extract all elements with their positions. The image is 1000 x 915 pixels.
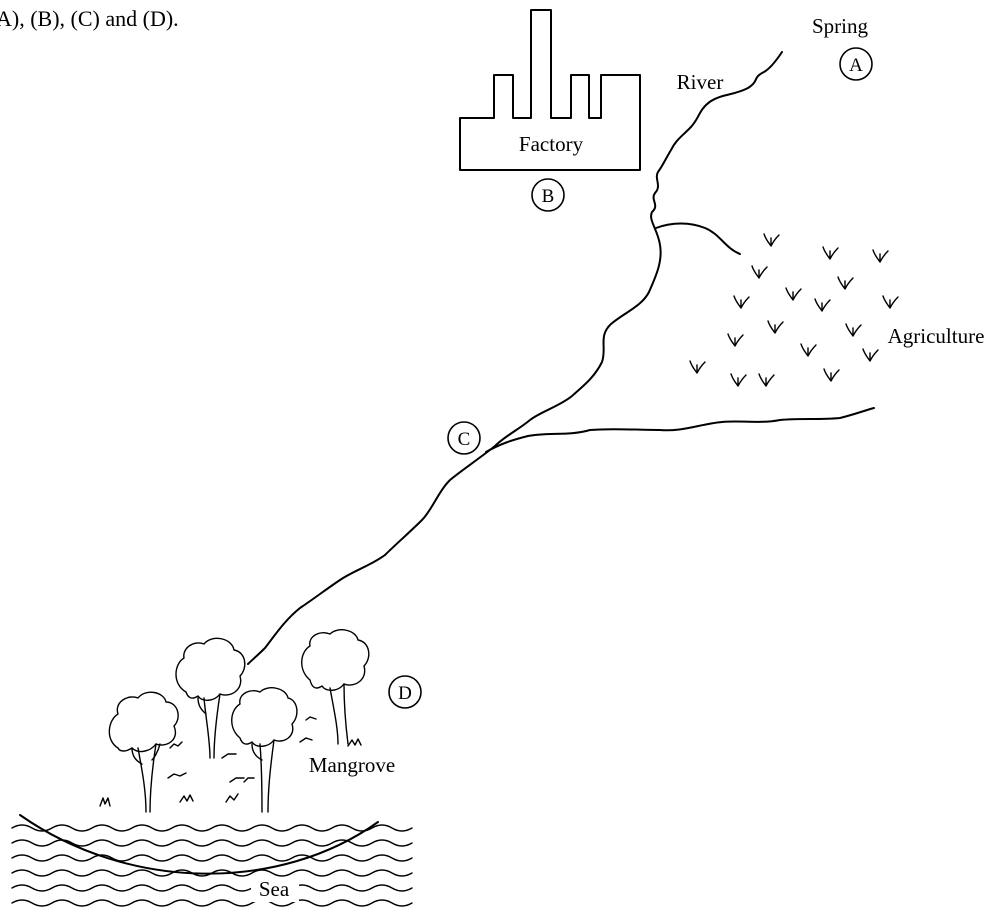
factory: Factory [459,9,641,171]
river-label: River [677,70,724,94]
agriculture-crops [689,233,899,387]
crop-sprout-icon [845,323,862,337]
factory-outline [459,9,641,171]
crop-sprout-icon [814,298,831,312]
crop-sprout-icon [872,249,889,263]
main-river [247,51,783,665]
agriculture-tributary [655,222,741,255]
crop-sprout-icon [822,246,839,260]
crop-sprout-icon [763,233,780,247]
question-fragment: A), (B), (C) and (D). [0,6,179,31]
grass-tufts [99,716,362,807]
marker-d-label: D [398,683,412,704]
mangrove-tree [301,629,370,745]
crop-sprout-icon [730,373,747,387]
marker-b-label: B [542,186,555,207]
crop-sprout-icon [751,265,768,279]
crop-sprout-icon [767,320,784,334]
mangrove-label: Mangrove [309,753,395,777]
sea-wave [11,824,413,832]
marker-c-label: C [458,429,471,450]
mangrove-tree [175,637,246,759]
sea-wave [11,884,413,892]
crop-sprout-icon [785,287,802,301]
sea-wave [11,869,413,877]
mangrove-tree [108,691,179,813]
shoreline [19,814,379,875]
agriculture-label: Agriculture [888,324,985,348]
spring-label: Spring [812,14,869,38]
crop-sprout-icon [823,368,840,382]
crop-sprout-icon [837,276,854,290]
marker-b: B [531,178,565,212]
sea-wave [11,854,413,862]
crop-sprout-icon [862,348,879,362]
crop-sprout-icon [733,295,750,309]
sea-waves [11,824,413,907]
lower-tributary [485,407,875,453]
crop-sprout-icon [800,343,817,357]
sea-label: Sea [259,877,290,901]
marker-a: A [839,47,873,81]
sea-wave [11,839,413,847]
crop-sprout-icon [882,295,899,309]
crop-sprout-icon [689,360,706,374]
marker-a-label: A [849,55,863,76]
sea-wave [11,899,413,907]
factory-label: Factory [519,132,584,156]
crop-sprout-icon [727,333,744,347]
marker-c: C [447,421,481,455]
crop-sprout-icon [758,373,775,387]
marker-d: D [388,675,422,709]
mangrove-tree [231,687,298,813]
mangrove-trees [99,629,370,813]
